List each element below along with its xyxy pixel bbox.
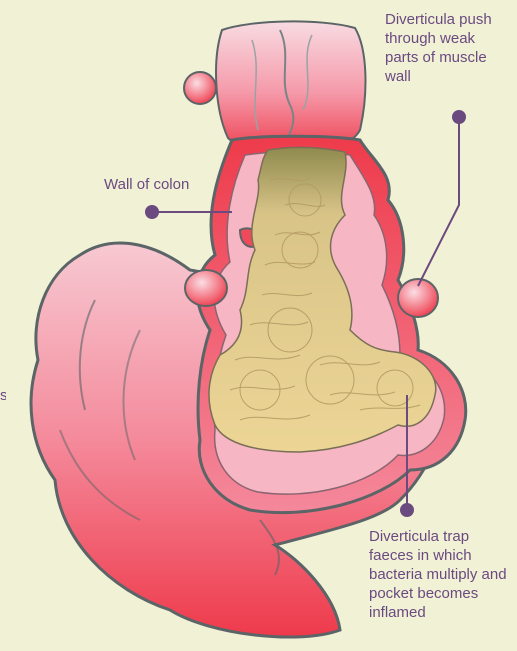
leader-dot-push <box>453 111 465 123</box>
diverticulum-top-left <box>184 72 216 104</box>
wall-of-colon-label: Wall of colon <box>104 175 189 194</box>
diverticula-trap-label: Diverticula trap faeces in which bacteri… <box>369 527 515 622</box>
leader-dot-wall <box>146 206 158 218</box>
diverticulum-left <box>185 270 227 306</box>
clipped-edge-text: s <box>0 386 6 405</box>
leader-line-push <box>418 117 459 286</box>
leader-dot-trap <box>401 504 413 516</box>
diverticula-push-label: Diverticula push through weak parts of m… <box>385 10 510 86</box>
